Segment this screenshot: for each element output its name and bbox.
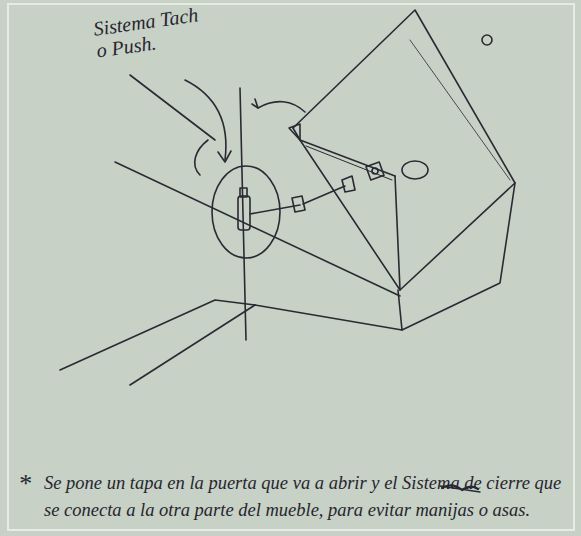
- note-marker: *: [18, 470, 40, 498]
- note-text: Se pone un tapa en la puerta que va a ab…: [44, 470, 564, 524]
